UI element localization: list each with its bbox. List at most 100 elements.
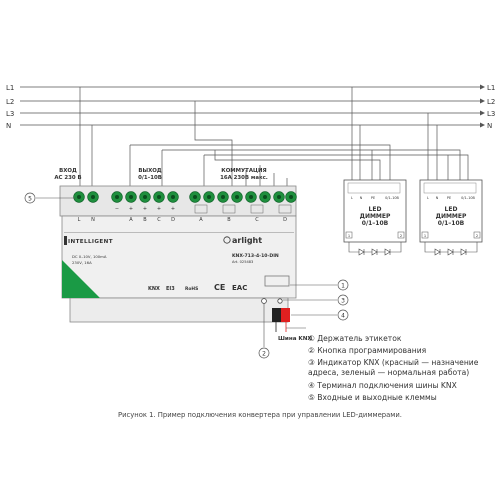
mark-knx: KNX: [148, 286, 160, 292]
dimmer-1-title: LED: [369, 206, 382, 213]
svg-text:PE: PE: [371, 196, 375, 200]
led-diode-icon: [358, 248, 365, 256]
terminal-screw-slot: [289, 195, 293, 199]
line-label-right-l3: L3: [487, 110, 495, 118]
relay-contact-box: [250, 204, 264, 214]
output-title: ВЫХОД: [138, 168, 161, 174]
legend-item-3: ③ Индикатор KNX (красный — назначение ад…: [308, 358, 479, 377]
brand-arlight: arlight: [232, 236, 262, 245]
line-label-left-l2: L2: [6, 98, 14, 106]
out-letter-c: C: [157, 217, 161, 223]
svg-text:1: 1: [341, 283, 345, 290]
callouts: 5 1 3 4 2: [24, 192, 349, 359]
device-body: [61, 215, 297, 299]
knx-connector-red: [281, 308, 290, 322]
figure-caption: Рисунок 1. Пример подключения конвертера…: [118, 411, 402, 419]
sw-letter-d: D: [283, 217, 287, 223]
callout-2: [258, 347, 270, 359]
out-letter-a: A: [129, 217, 133, 223]
dimmer-2: L N PE 0/1–10В LED ДИММЕР 0/1–10В 1 2: [419, 179, 483, 243]
legend-item-2: ② Кнопка программирования: [308, 346, 427, 355]
green-accent: [62, 260, 100, 298]
programming-button[interactable]: [261, 298, 267, 304]
knx-bus-label: Шина KNX: [278, 336, 312, 342]
mark-ce: CE: [214, 283, 225, 292]
callout-5: [24, 192, 36, 204]
sw-letter-a: A: [199, 217, 203, 223]
output-sub: 0/1–10В: [138, 175, 162, 181]
led-diode-icon: [460, 248, 467, 256]
model-name: KNX-713-4-10-DIN: [232, 253, 279, 259]
terminal-screw-slot: [91, 195, 95, 199]
line-arrows: [480, 84, 485, 128]
relay-contact-box: [222, 204, 236, 214]
led-diode-icon: [371, 248, 378, 256]
out-letter-b: B: [143, 217, 147, 223]
mark-rohs: RoHS: [185, 286, 198, 292]
svg-text:PE: PE: [447, 196, 451, 200]
svg-text:1: 1: [348, 234, 350, 238]
term-label-plus-b: +: [143, 206, 147, 212]
dimmer-2-line3: 0/1–10В: [438, 220, 465, 227]
svg-text:0/1–10В: 0/1–10В: [461, 196, 475, 200]
brand-intelligent: INTELLIGENT: [68, 239, 113, 245]
terminal-screw-slot: [157, 195, 161, 199]
term-label-plus-c: +: [157, 206, 161, 212]
term-label-l: L: [78, 217, 81, 223]
led-diode-icon: [447, 248, 454, 256]
terminal-screw-slot: [235, 195, 239, 199]
spec-2: 230V, 16A: [72, 260, 92, 265]
dimmer-1: L N PE 0/1–10В LED ДИММЕР 0/1–10В 1 2: [343, 179, 407, 243]
model-sub: Art. 025483: [232, 260, 253, 264]
terminal-screw-slot: [129, 195, 133, 199]
arlight-logo-icon: [223, 236, 231, 244]
svg-text:2: 2: [400, 234, 402, 238]
led-diode-icon: [434, 248, 441, 256]
mark-ei3: EI3: [166, 286, 175, 292]
switch-title: КОММУТАЦИЯ: [221, 168, 266, 174]
knx-connector-black: [272, 308, 281, 322]
knx-device: L N − + + + + A B C D A B C D INTELLIGEN…: [59, 185, 312, 342]
svg-text:2: 2: [476, 234, 478, 238]
input-sub: AC 230 В: [54, 175, 81, 181]
led-diode-icon: [384, 248, 391, 256]
switch-sub: 16А 230В макс.: [220, 175, 268, 181]
svg-text:N: N: [436, 196, 439, 200]
mark-eac: EAC: [232, 284, 247, 292]
svg-text:5: 5: [28, 196, 32, 203]
terminal-screw-slot: [221, 195, 225, 199]
terminal-screw-slot: [207, 195, 211, 199]
spec-1: DC 0–10V, 100mA: [72, 254, 107, 259]
svg-text:2: 2: [262, 351, 266, 358]
legend-item-4: ④ Терминал подключения шины KNX: [308, 381, 457, 390]
out-letter-d: D: [171, 217, 175, 223]
svg-text:3: 3: [341, 298, 345, 305]
led-diodes: [358, 248, 467, 256]
callout-3: [337, 294, 349, 306]
label-holder: [264, 275, 290, 287]
term-label-plus-d: +: [171, 206, 175, 212]
dimmer-wires: [129, 87, 469, 190]
dimmer-1-line3: 0/1–10В: [362, 220, 389, 227]
term-label-plus-a: +: [129, 206, 133, 212]
svg-text:0/1–10В: 0/1–10В: [385, 196, 399, 200]
line-label-left-l3: L3: [6, 110, 14, 118]
dimmer-2-line2: ДИММЕР: [436, 213, 467, 220]
svg-text:1: 1: [424, 234, 426, 238]
legend-item-5: ⑤ Входные и выходные клеммы: [308, 393, 437, 402]
line-label-right-l1: L1: [487, 84, 495, 92]
svg-text:4: 4: [341, 313, 345, 320]
line-label-left-n: N: [6, 122, 11, 130]
led-strings: [348, 242, 478, 253]
terminals: [73, 191, 297, 214]
sw-letter-c: C: [255, 217, 259, 223]
dimmer-1-line2: ДИММЕР: [360, 213, 391, 220]
supply-lines: [20, 86, 480, 126]
line-label-left-l1: L1: [6, 84, 14, 92]
term-label-minus: −: [115, 206, 119, 212]
terminal-screw-slot: [193, 195, 197, 199]
svg-text:L: L: [351, 196, 353, 200]
callout-4: [337, 309, 349, 321]
term-label-n: N: [91, 217, 95, 223]
terminal-strip: [59, 185, 297, 217]
